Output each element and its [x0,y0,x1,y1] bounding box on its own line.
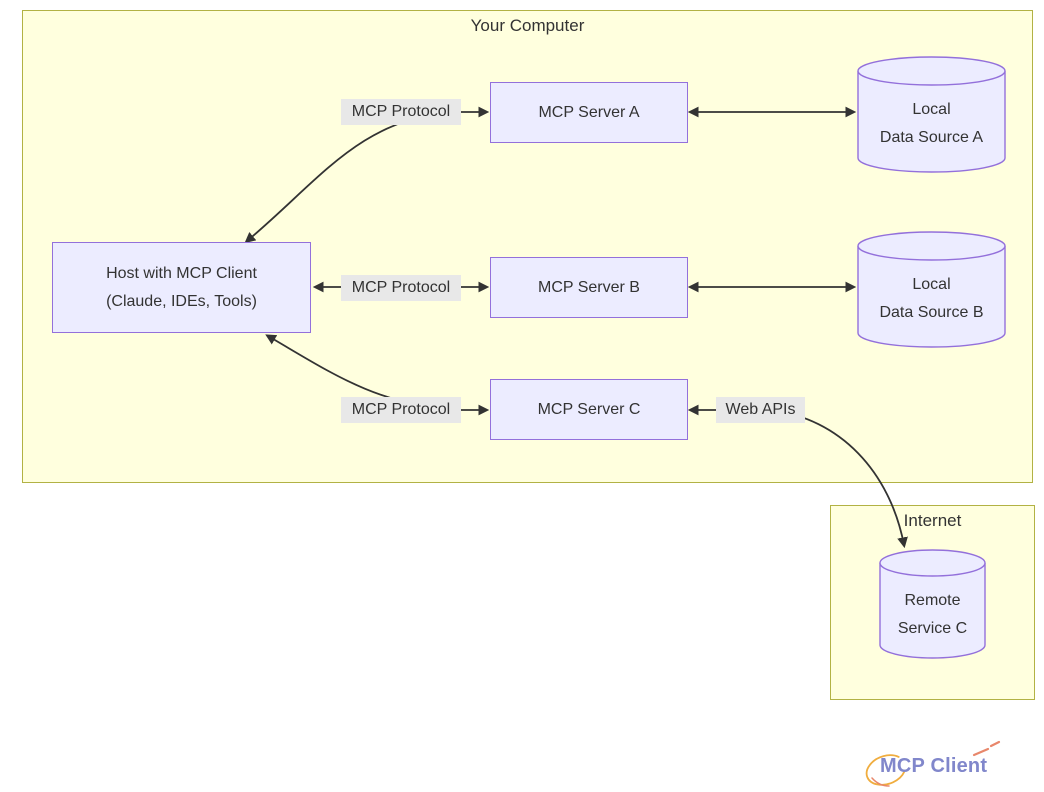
edge-label-mcp-protocol-b: MCP Protocol [341,275,461,301]
host-label-line1: Host with MCP Client [106,264,257,282]
data-source-a-line2: Data Source A [879,129,984,146]
server-a-label: MCP Server A [538,103,640,121]
data-source-b-line2: Data Source B [879,304,984,321]
edge-server-c-remote [687,404,908,549]
node-mcp-server-a: MCP Server A [490,82,688,143]
cluster-your-computer-title: Your Computer [470,16,585,35]
cylinder-local-data-source-a [857,56,1006,173]
data-source-b-line1: Local [912,276,951,293]
node-mcp-server-b: MCP Server B [490,257,688,318]
server-b-label: MCP Server B [538,278,640,296]
cluster-internet-title: Internet [903,511,962,530]
node-mcp-server-c: MCP Server C [490,379,688,440]
watermark-arc-accent-icon [871,777,890,787]
watermark-text: MCP Client [880,755,988,777]
cylinder-remote-service-c [879,549,986,659]
data-source-a-line1: Local [912,101,951,118]
edge-label-mcp-protocol-c: MCP Protocol [341,397,461,423]
remote-service-c-line1: Remote [904,592,961,609]
remote-service-c-label: Remote Service C [880,587,985,643]
edge-host-server-a [244,106,490,244]
data-source-a-label: Local Data Source A [858,96,1005,152]
remote-service-c-line2: Service C [897,620,968,637]
node-host-with-mcp-client: Host with MCP Client (Claude, IDEs, Tool… [52,242,311,333]
mcp-client-watermark: MCP Client [860,738,1044,792]
host-label-line2: (Claude, IDEs, Tools) [106,292,257,310]
watermark-arc-icon [865,754,906,786]
edge-label-web-apis: Web APIs [716,397,805,423]
watermark-dash2-icon [989,740,1001,748]
watermark-dash1-icon [972,747,990,757]
cylinder-local-data-source-b [857,231,1006,348]
watermark-logo-icon [865,740,1001,787]
edge-label-mcp-protocol-a: MCP Protocol [341,99,461,125]
server-c-label: MCP Server C [537,400,641,418]
data-source-b-label: Local Data Source B [858,271,1005,327]
